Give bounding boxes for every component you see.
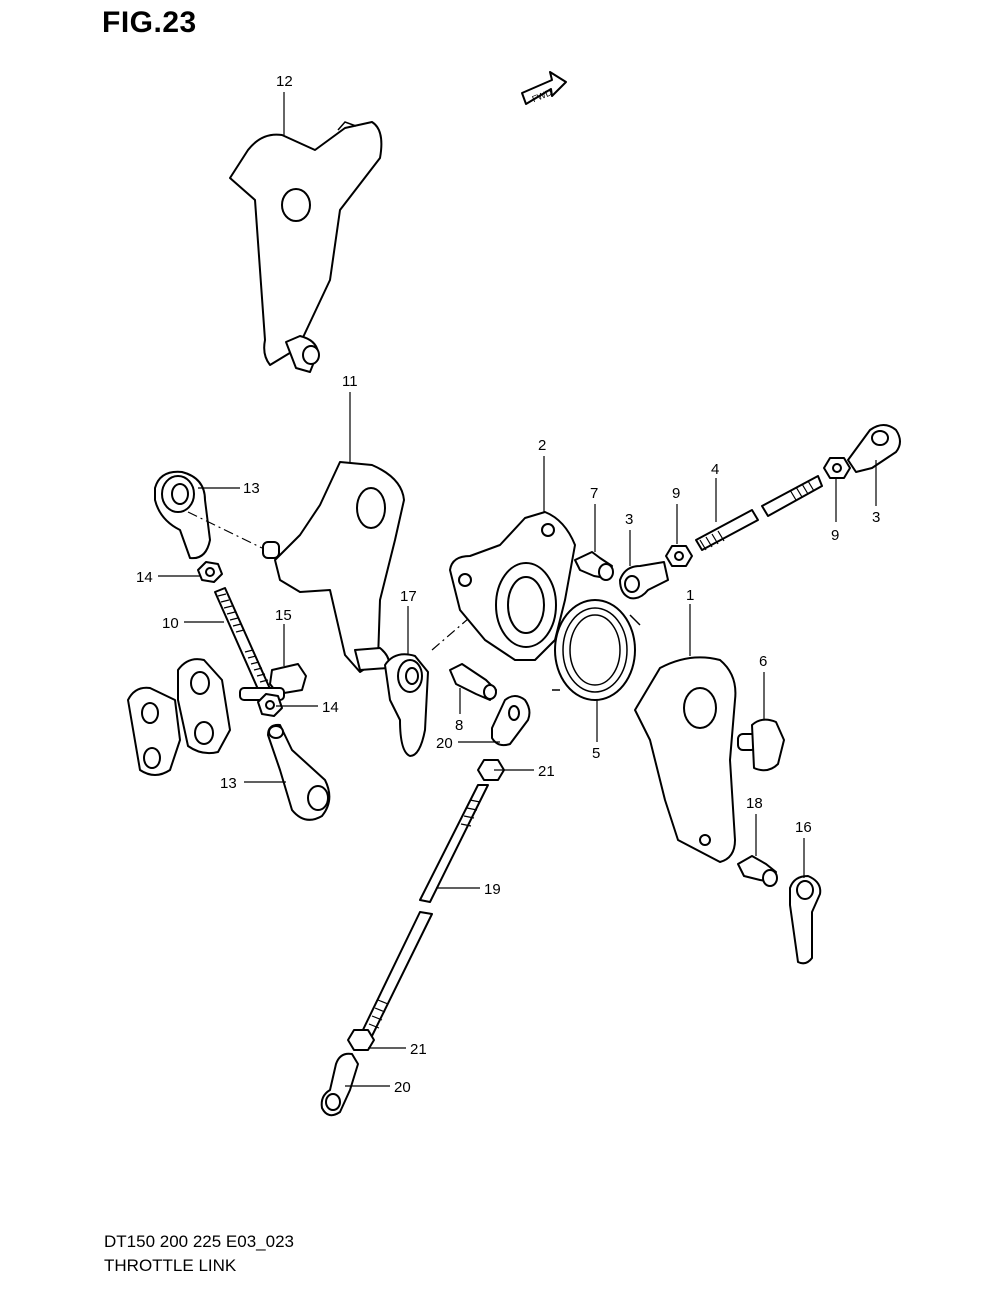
part-14-nut-lower [257, 693, 283, 717]
part-13-ball-joint-upper [154, 470, 211, 560]
part-8-ball-stud [449, 663, 497, 701]
callout-18: 18 [746, 795, 763, 812]
part-14-nut-upper [197, 561, 223, 583]
part-9-nut-right [823, 457, 851, 479]
left-clamp-brackets [127, 658, 231, 776]
callout-14-lower: 14 [322, 699, 339, 716]
callout-leaders [158, 92, 877, 1087]
figure-name: THROTTLE LINK [104, 1256, 237, 1275]
callout-2: 2 [538, 437, 546, 454]
callout-20-lower: 20 [394, 1079, 411, 1096]
part-3-rod-end-right [847, 424, 901, 473]
part-20-rod-end-lower [320, 1052, 359, 1117]
part-2-housing [449, 511, 576, 661]
part-3-rod-end-left [619, 561, 669, 600]
part-13-ball-joint-lower [267, 723, 331, 821]
fwd-arrow-icon: FWD [521, 71, 567, 105]
part-20-rod-end-upper [491, 695, 531, 747]
part-4-threaded-rod [695, 475, 823, 551]
callout-10: 10 [162, 615, 179, 632]
callout-17: 17 [400, 588, 417, 605]
part-7-ball-stud [574, 551, 614, 581]
callout-21-lower: 21 [410, 1041, 427, 1058]
part-1-throttle-lever [634, 656, 737, 863]
part-6-bolt [737, 718, 785, 772]
callout-labels: 12 11 13 14 10 15 14 13 17 8 20 21 19 21… [136, 73, 880, 1096]
callout-4: 4 [711, 461, 719, 478]
callout-15: 15 [275, 607, 292, 624]
part-18-ball-stud [737, 855, 778, 887]
callout-11: 11 [342, 373, 358, 390]
callout-12: 12 [276, 73, 293, 90]
callout-13-lower: 13 [220, 775, 237, 792]
callout-21-upper: 21 [538, 763, 555, 780]
model-code: DT150 200 225 E03_023 [104, 1232, 294, 1251]
callout-13-upper: 13 [243, 480, 260, 497]
part-11-lever [262, 461, 405, 673]
callout-1: 1 [686, 587, 694, 604]
figure-title: FIG.23 [102, 6, 197, 39]
part-12-bracket [229, 121, 383, 373]
callout-3-right: 3 [872, 509, 880, 526]
callout-5: 5 [592, 745, 600, 762]
callout-9-right: 9 [831, 527, 839, 544]
callout-7: 7 [590, 485, 598, 502]
part-15-bolt [239, 663, 307, 701]
callout-20-upper: 20 [436, 735, 453, 752]
part-9-nut-left [665, 545, 693, 567]
callout-14-upper: 14 [136, 569, 153, 586]
callout-3-left: 3 [625, 511, 633, 528]
part-5-spring [552, 599, 641, 701]
callout-6: 6 [759, 653, 767, 670]
part-17-ball-joint [384, 653, 429, 757]
part-19-control-rod [359, 784, 489, 1041]
callout-9-left: 9 [672, 485, 680, 502]
part-21-nut-lower [347, 1029, 375, 1051]
part-16-rod-end [789, 875, 822, 965]
callout-8: 8 [455, 717, 463, 734]
callout-19: 19 [484, 881, 501, 898]
callout-16: 16 [795, 819, 812, 836]
